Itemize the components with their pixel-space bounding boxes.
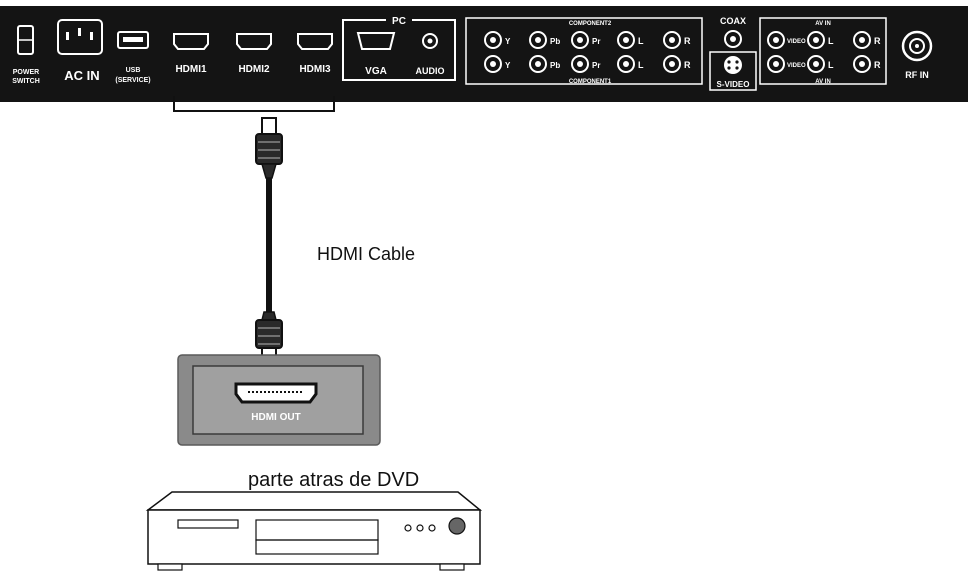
l2-label: L — [638, 36, 644, 46]
cable-top-plug-icon — [261, 117, 277, 135]
coax-label: COAX — [720, 16, 746, 26]
pr1-label: Pr — [592, 61, 600, 70]
svideo-jack-icon — [724, 56, 742, 74]
hdmi-out-label: HDMI OUT — [251, 412, 300, 423]
avin-bottom-label: AV IN — [815, 79, 831, 85]
dvd-button-icon — [404, 524, 412, 532]
power-label-2: SWITCH — [12, 78, 40, 85]
cable-label: HDMI Cable — [317, 244, 415, 264]
component2-label: COMPONENT2 — [569, 21, 612, 27]
dvd-top — [145, 491, 483, 511]
usb-icon — [117, 31, 149, 49]
svideo-frame — [709, 51, 757, 91]
vga-socket-icon — [356, 32, 396, 50]
pb2-label: Pb — [550, 37, 560, 46]
hdmi2-socket-icon — [236, 33, 272, 50]
ac-in-label: AC IN — [64, 68, 99, 83]
hdmi-port-3: HDMI3 — [297, 33, 333, 75]
av-in-group: AV IN AV IN VIDEO L R VIDEO L R — [759, 17, 887, 85]
rf-in-port: RF IN — [901, 30, 933, 80]
dvd-back-panel: HDMI OUT — [177, 354, 381, 446]
avr2-label: R — [874, 36, 881, 46]
dvd-knob-icon — [448, 517, 466, 535]
rca-jack-icon — [807, 55, 825, 73]
rf-jack-icon — [901, 30, 933, 62]
avl2-label: L — [828, 36, 834, 46]
dvd-player — [145, 491, 483, 571]
hdmi-ports-bracket — [173, 96, 335, 112]
component1-label: COMPONENT1 — [569, 79, 612, 85]
video2-label: VIDEO — [787, 39, 806, 45]
audio-jack-icon — [422, 33, 438, 49]
svideo-label: S-VIDEO — [717, 80, 750, 89]
avl1-label: L — [828, 60, 834, 70]
video1-label: VIDEO — [787, 63, 806, 69]
usb-port: USB (SERVICE) — [115, 31, 151, 84]
rca-jack-icon — [807, 31, 825, 49]
vga-label: VGA — [365, 66, 387, 77]
avr1-label: R — [874, 60, 881, 70]
coax-jack-icon — [724, 30, 742, 48]
y1-label: Y — [505, 61, 511, 70]
rca-jack-icon — [529, 55, 547, 73]
rca-jack-icon — [529, 31, 547, 49]
rca-jack-icon — [767, 55, 785, 73]
dvd-display-icon — [177, 519, 239, 529]
pc-label: PC — [392, 16, 406, 27]
pc-input-group: PC VGA AUDIO — [342, 14, 456, 81]
av-in-frame — [759, 17, 887, 85]
dvd-button-icon — [416, 524, 424, 532]
power-label-1: POWER — [13, 69, 39, 76]
rca-jack-icon — [571, 55, 589, 73]
ac-in-port: AC IN — [57, 19, 103, 83]
rca-jack-icon — [484, 55, 502, 73]
rca-jack-icon — [853, 55, 871, 73]
l1-label: L — [638, 60, 644, 70]
pb1-label: Pb — [550, 61, 560, 70]
r1-label: R — [684, 60, 691, 70]
hdmi2-label: HDMI2 — [238, 64, 270, 75]
usb-label-2: (SERVICE) — [115, 77, 150, 84]
tv-back-panel: POWER SWITCH AC IN USB (SERVICE) HDMI1 H… — [0, 6, 968, 102]
component-group-frame — [465, 17, 703, 85]
usb-label-1: USB — [126, 67, 141, 74]
rca-jack-icon — [617, 55, 635, 73]
y2-label: Y — [505, 37, 511, 46]
pr2-label: Pr — [592, 37, 600, 46]
hdmi-port-1: HDMI1 — [173, 33, 209, 75]
hdmi3-label: HDMI3 — [299, 64, 331, 75]
dvd-button-icon — [428, 524, 436, 532]
power-switch: POWER SWITCH — [12, 25, 40, 85]
coax-svideo-group: COAX S-VIDEO — [709, 16, 757, 91]
r2-label: R — [684, 36, 691, 46]
ac-socket-icon — [57, 19, 103, 55]
rca-jack-icon — [663, 55, 681, 73]
hdmi3-socket-icon — [297, 33, 333, 50]
rca-jack-icon — [767, 31, 785, 49]
avin-top-label: AV IN — [815, 21, 831, 27]
component-input-group: COMPONENT2 COMPONENT1 Y Pb Pr L R Y Pb P… — [465, 17, 703, 85]
hdmi1-socket-icon — [173, 33, 209, 50]
panel-background — [0, 6, 968, 102]
dvd-caption: parte atras de DVD — [248, 469, 419, 491]
rca-jack-icon — [571, 31, 589, 49]
hdmi-port-2: HDMI2 — [236, 33, 272, 75]
hdmi1-label: HDMI1 — [175, 64, 207, 75]
rca-jack-icon — [617, 31, 635, 49]
cable-top-head-icon — [255, 133, 283, 165]
rca-jack-icon — [663, 31, 681, 49]
rf-in-label: RF IN — [905, 70, 929, 80]
audio-label: AUDIO — [416, 66, 445, 76]
hdmi-cable — [255, 117, 283, 361]
rca-jack-icon — [484, 31, 502, 49]
dvd-front — [147, 509, 481, 565]
rca-jack-icon — [853, 31, 871, 49]
